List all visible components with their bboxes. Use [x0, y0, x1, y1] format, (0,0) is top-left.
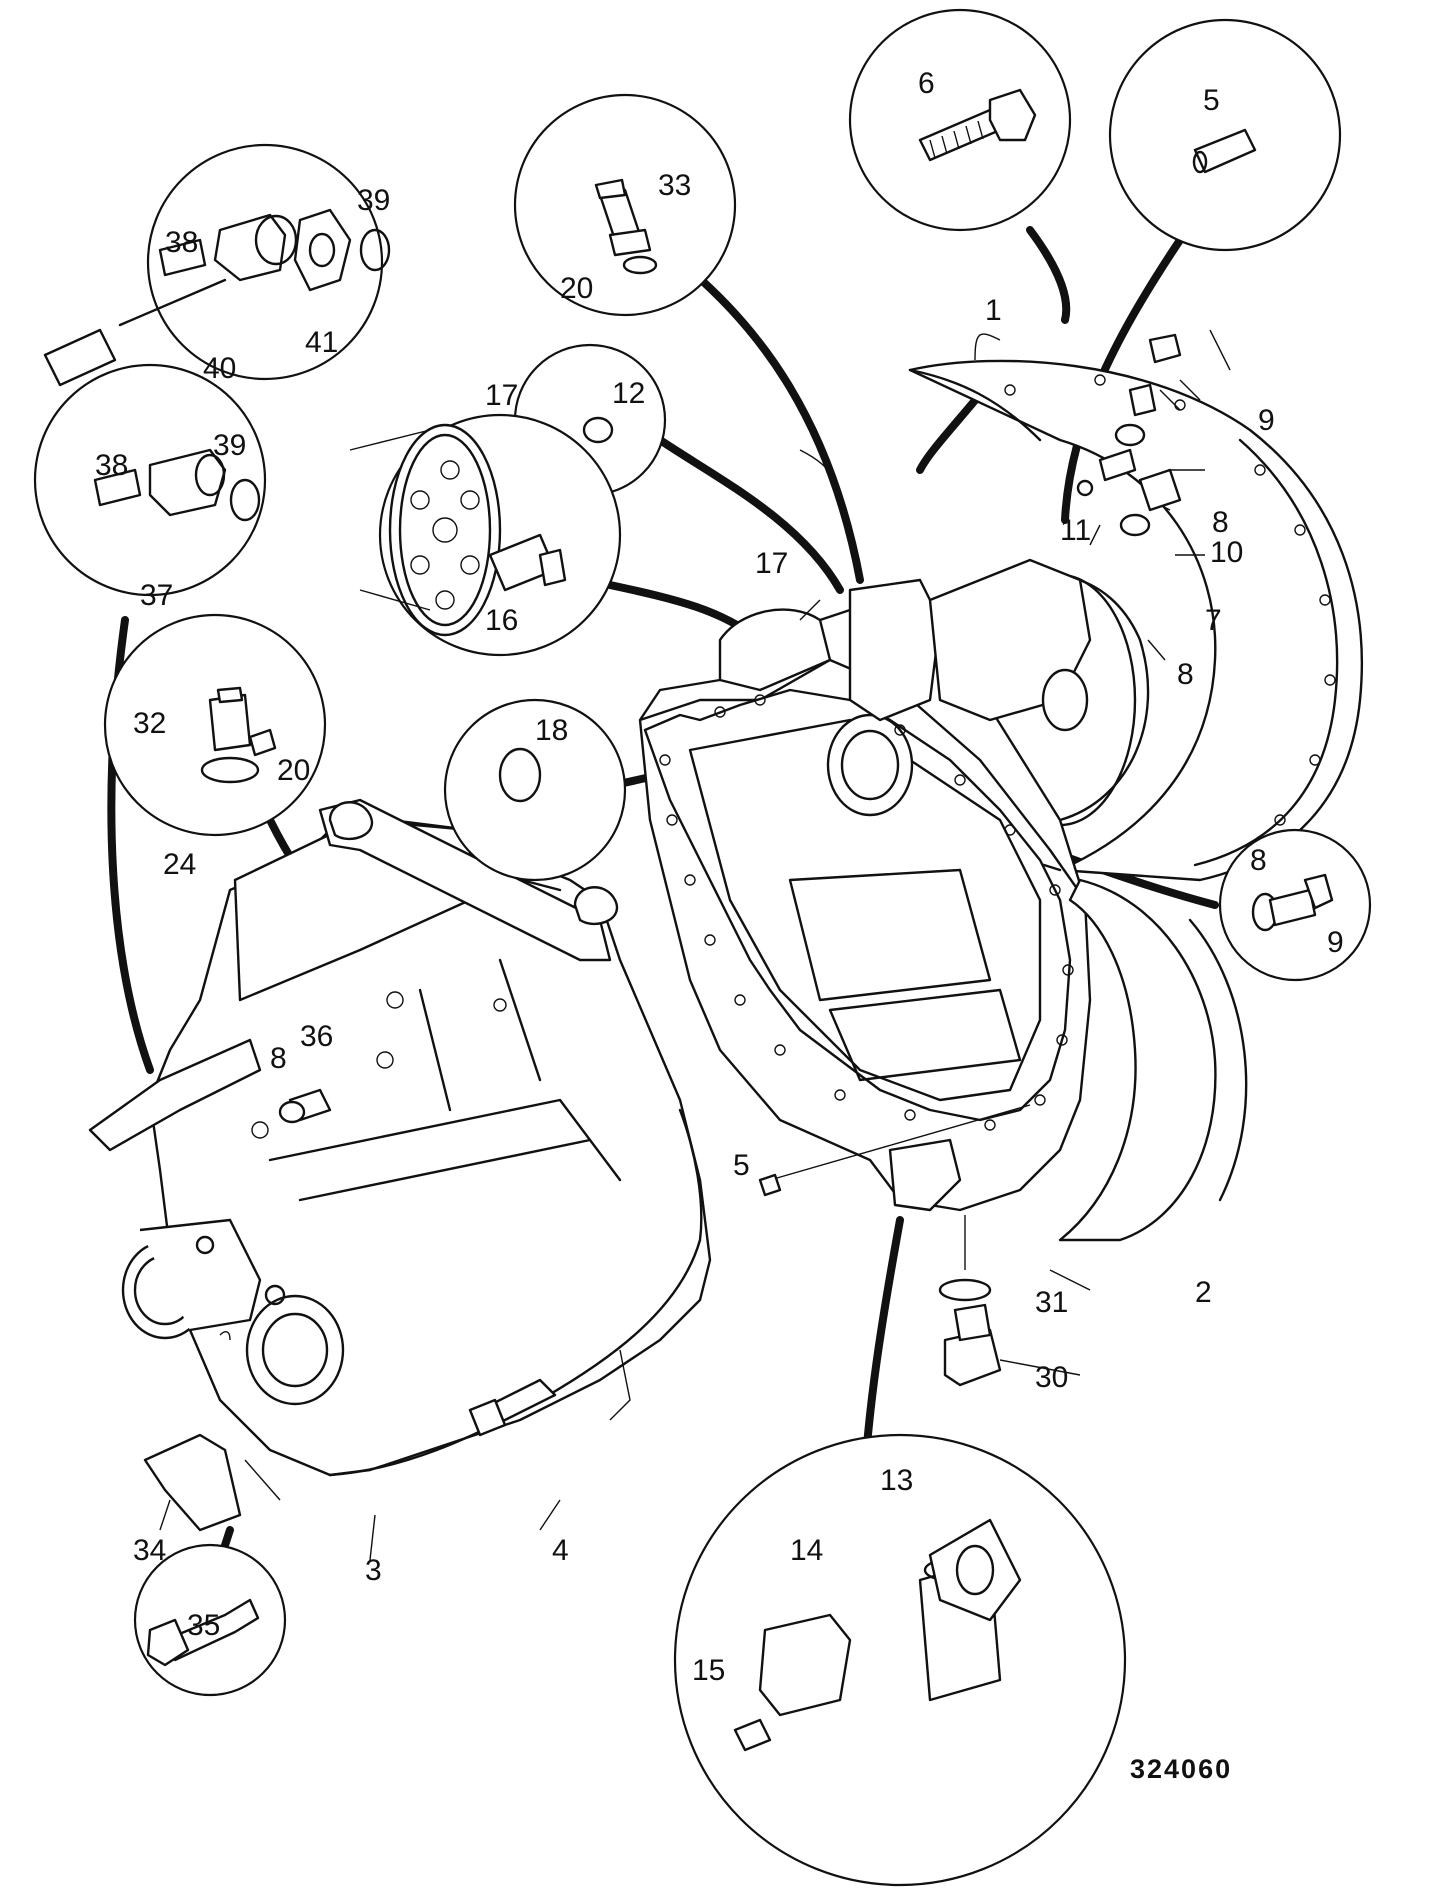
callout-24: 24	[163, 848, 196, 881]
callout-15: 15	[692, 1654, 725, 1687]
callout-8d: 8	[270, 1042, 287, 1075]
callout-10: 10	[1210, 536, 1243, 569]
washer-8b	[1119, 513, 1151, 537]
detail-circle-5-top	[1108, 18, 1342, 252]
callout-39a: 39	[357, 184, 390, 217]
callout-36: 36	[300, 1020, 333, 1053]
detail-circle-8-9	[1218, 828, 1372, 982]
detail-circle-16-17	[349, 413, 622, 657]
callout-12: 12	[612, 377, 645, 410]
callout-39b: 39	[213, 429, 246, 462]
callout-11: 11	[1060, 514, 1091, 547]
callout-labels: 1 2 3 4 5 5 6 7 8 8 8 8 9 9 10 11 12 13 …	[95, 67, 1344, 1687]
callout-30: 30	[1035, 1361, 1068, 1394]
callout-7: 7	[1205, 604, 1222, 637]
front-case-3	[88, 798, 712, 1477]
callout-9a: 9	[1258, 404, 1275, 437]
callout-8b: 8	[1177, 658, 1194, 691]
callout-18: 18	[535, 714, 568, 747]
callout-34: 34	[133, 1534, 166, 1567]
plug-24	[248, 728, 277, 757]
callout-35: 35	[187, 1609, 220, 1642]
callout-5-top: 5	[1203, 84, 1220, 117]
callout-37: 37	[140, 579, 173, 612]
detail-circle-38-40-41	[43, 143, 391, 387]
callout-5-mid: 5	[733, 1149, 750, 1182]
callout-16: 16	[485, 604, 518, 637]
loose-parts	[143, 333, 1182, 1532]
callout-8c: 8	[1250, 844, 1267, 877]
dowel-5	[758, 1173, 782, 1197]
detail-circle-6	[848, 8, 1072, 232]
callout-32: 32	[133, 707, 166, 740]
detail-circle-33	[513, 93, 737, 317]
callout-4: 4	[552, 1534, 569, 1567]
callout-1: 1	[985, 294, 1002, 327]
callout-17b: 17	[755, 547, 788, 580]
callout-2: 2	[1195, 1276, 1212, 1309]
drawing-number: 324060	[1130, 1754, 1232, 1784]
spring-10	[1098, 448, 1137, 482]
bracket-34	[143, 1433, 242, 1532]
callout-9b: 9	[1327, 926, 1344, 959]
callout-38b: 38	[95, 449, 128, 482]
callout-17a: 17	[485, 379, 518, 412]
callout-20b: 20	[277, 754, 310, 787]
detail-circle-13-14-15	[673, 1433, 1127, 1887]
callout-20a: 20	[560, 272, 593, 305]
callout-41: 41	[305, 326, 338, 359]
transmission-case-2	[638, 558, 1248, 1242]
callout-38a: 38	[165, 226, 198, 259]
detail-circle-20-32	[103, 613, 327, 837]
callout-3: 3	[365, 1554, 382, 1587]
callout-6: 6	[918, 67, 935, 100]
callout-13: 13	[880, 1464, 913, 1497]
detail-circle-18	[443, 698, 627, 882]
plug-9-top	[1148, 333, 1182, 364]
callout-31: 31	[1035, 1286, 1068, 1319]
callout-8a: 8	[1212, 506, 1229, 539]
detail-circle-35	[133, 1543, 287, 1697]
detail-circle-37-38-39	[33, 363, 267, 597]
breather-7	[1138, 468, 1182, 512]
callout-14: 14	[790, 1534, 823, 1567]
washer-8a	[1114, 423, 1146, 447]
callout-40: 40	[203, 352, 236, 385]
ball-11	[1076, 479, 1094, 497]
washer-31	[938, 1278, 992, 1302]
callout-33: 33	[658, 169, 691, 202]
